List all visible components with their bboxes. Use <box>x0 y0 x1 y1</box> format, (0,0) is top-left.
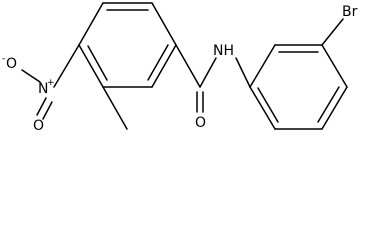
ring-bond <box>249 44 276 88</box>
right-benzene-ring <box>249 44 348 130</box>
nitro-n-o-double-bond-a <box>36 97 47 116</box>
nitro-nitrogen-label: N <box>38 81 48 97</box>
amide-c-n-bond <box>199 57 217 88</box>
nitro-oxygen-double-label: O <box>33 118 44 134</box>
bromine-label: Br <box>342 4 358 20</box>
left-benzene-ring <box>78 2 177 88</box>
carbonyl-oxygen-label: O <box>195 115 206 131</box>
ring-bond <box>321 44 348 88</box>
chemical-structure-diagram: N + O - O O NH Br <box>2 2 358 134</box>
carbonyl-carbon-bond <box>175 44 201 88</box>
amide-n-aryl-bond <box>235 57 251 88</box>
ring-bond <box>151 2 177 46</box>
nitro-nitrogen-charge: + <box>47 78 55 88</box>
ring-bond <box>321 86 348 130</box>
amide-nitrogen-label: NH <box>213 43 234 59</box>
methyl-bond <box>102 86 128 130</box>
ring-bond <box>78 44 104 88</box>
nitro-bond <box>53 44 80 88</box>
ring-bond <box>249 86 276 130</box>
nitro-oxygen-charge: - <box>2 54 5 64</box>
ring-double-bond <box>317 86 340 123</box>
ring-bond <box>151 44 177 88</box>
ring-double-bond <box>147 44 169 81</box>
ring-bond <box>78 2 104 46</box>
nitro-oxygen-negative-label: O <box>6 56 17 72</box>
bromine-bond <box>321 18 344 46</box>
ring-double-bond <box>257 87 279 123</box>
nitro-n-o-single-bond <box>21 69 41 83</box>
nitro-n-o-double-bond-b <box>42 101 53 120</box>
ring-double-bond <box>87 45 108 81</box>
